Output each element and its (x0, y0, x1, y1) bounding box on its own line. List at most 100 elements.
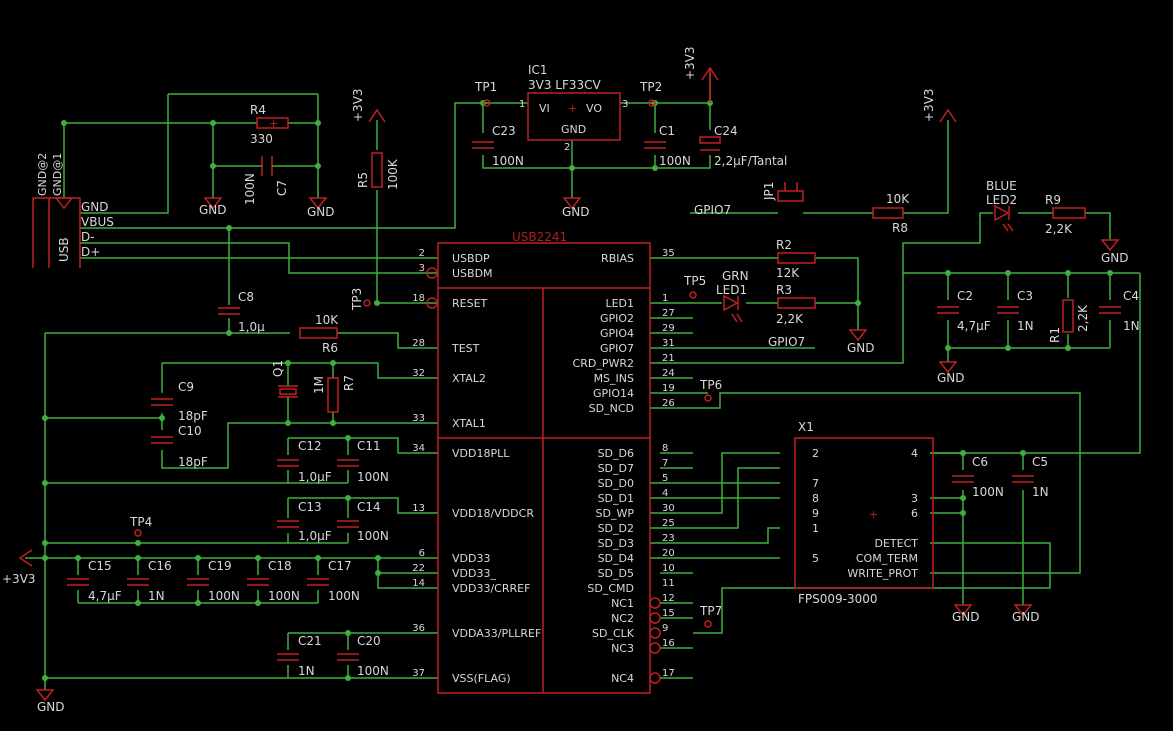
chip-pin-name: XTAL1 (452, 417, 486, 430)
q1-crystal (278, 385, 298, 398)
chip-pin-name: GPIO7 (600, 342, 634, 355)
gnd-label-2: GND (307, 205, 335, 219)
chip-pin-name: SD_D6 (598, 447, 634, 460)
r4-ref: R4 (250, 103, 266, 117)
c16-capacitor (127, 578, 149, 586)
usb2241-chip: USB2241 USBDP2USBDM3RESET18TEST28XTAL232… (412, 230, 675, 694)
r8-value: 10K (886, 192, 910, 206)
chip-pin-name: RESET (452, 297, 488, 310)
gpio7-net-1: GPIO7 (694, 203, 731, 217)
c18-value: 100N (268, 589, 300, 603)
chip-pin-number: 2 (419, 248, 425, 259)
c1-capacitor (644, 141, 666, 149)
chip-pin-number: 19 (662, 383, 675, 394)
c21-value: 1N (298, 664, 315, 678)
c3-capacitor (997, 306, 1019, 314)
c12-value: 1,0µF (298, 470, 332, 484)
c10-ref: C10 (178, 424, 202, 438)
x1-pin-number: 3 (911, 492, 918, 505)
chip-pin-name: SD_D3 (598, 537, 634, 550)
c8-value: 1,0µ (238, 320, 265, 334)
led1-color: GRN (722, 269, 749, 283)
x1-pin-number: 2 (812, 447, 819, 460)
c20-capacitor (337, 653, 359, 661)
x1-pin-name: WRITE_PROT (847, 567, 918, 580)
r7-ref: R7 (342, 375, 356, 391)
chip-pin-number: 10 (662, 563, 675, 574)
led2-color: BLUE (986, 179, 1017, 193)
chip-pin-name: TEST (451, 342, 480, 355)
c23-ref: C23 (492, 124, 516, 138)
ic1-p1: 1 (519, 99, 525, 110)
c11-value: 100N (357, 470, 389, 484)
usb-pin-gnd: GND (81, 200, 109, 214)
c9-ref: C9 (178, 380, 194, 394)
chip-pin-name: SD_D4 (598, 552, 634, 565)
r2-value: 12K (776, 266, 800, 280)
r1-ref: R1 (1048, 327, 1062, 343)
c11-capacitor (337, 459, 359, 467)
chip-pin-number: 36 (412, 623, 425, 634)
x1-center: + (869, 508, 878, 521)
usb-pin-dplus: D+ (81, 245, 100, 259)
vcc-r5-label: +3V3 (351, 88, 365, 122)
chip-pin-name: VDD33_ (452, 567, 496, 580)
vcc-ic1-label: +3V3 (683, 46, 697, 80)
r6-resistor (299, 327, 338, 339)
chip-pin-number: 17 (662, 668, 675, 679)
tp3-label: TP3 (350, 288, 364, 311)
c19-value: 100N (208, 589, 240, 603)
c2-capacitor (937, 306, 959, 314)
led1-ref: LED1 (716, 283, 747, 297)
r5-value: 100K (386, 158, 400, 190)
c11-ref: C11 (357, 439, 381, 453)
chip-pin-name: VDD18PLL (452, 447, 510, 460)
c15-value: 4,7µF (88, 589, 122, 603)
c18-ref: C18 (268, 559, 292, 573)
junctions (42, 100, 1113, 681)
r4-value: 330 (250, 132, 273, 146)
vcc-left-label: +3V3 (2, 572, 36, 586)
c13-ref: C13 (298, 500, 322, 514)
chip-pin-number: 21 (662, 353, 675, 364)
wires (25, 72, 1141, 690)
r2-resistor (777, 252, 816, 264)
tp2-label: TP2 (639, 80, 662, 94)
chip-pin-number: 9 (662, 623, 668, 634)
r1-value: 2,2K (1076, 304, 1090, 332)
chip-pin-name: GPIO2 (600, 312, 634, 325)
c14-capacitor (337, 520, 359, 528)
usb-pin-dminus: D- (81, 230, 95, 244)
c7-value: 100N (243, 173, 257, 205)
ic1-p3: 3 (622, 99, 628, 110)
x1-pin-number: 6 (911, 507, 918, 520)
chip-pin-number: 25 (662, 518, 675, 529)
r8-ref: R8 (892, 221, 908, 235)
chip-pin-number: 13 (412, 503, 425, 514)
c15-ref: C15 (88, 559, 112, 573)
chip-pin-number: 5 (662, 473, 668, 484)
c8-capacitor (218, 307, 240, 315)
c24-capacitor (699, 136, 721, 151)
c8-ref: C8 (238, 290, 254, 304)
chip-pin-name: SD_D7 (598, 462, 634, 475)
chip-pin-name: NC1 (611, 597, 634, 610)
c13-value: 1,0µF (298, 529, 332, 543)
c5-ref: C5 (1032, 455, 1048, 469)
c17-value: 100N (328, 589, 360, 603)
c21-capacitor (277, 653, 299, 661)
r6-ref: R6 (322, 341, 338, 355)
gnd-label-9: GND (1012, 610, 1040, 624)
x1-pin-name: DETECT (875, 537, 919, 550)
c18-capacitor (247, 578, 269, 586)
c4-ref: C4 (1123, 289, 1139, 303)
x1-pin-number: 7 (812, 477, 819, 490)
chip-pin-number: 35 (662, 248, 675, 259)
r3-value: 2,2K (776, 312, 804, 326)
c20-value: 100N (357, 664, 389, 678)
tp7-label: TP7 (699, 604, 722, 618)
chip-pin-number: 3 (419, 263, 425, 274)
c23-capacitor (472, 141, 494, 149)
r5-ref: R5 (356, 172, 370, 188)
chip-pin-name: SD_NCD (589, 402, 634, 415)
